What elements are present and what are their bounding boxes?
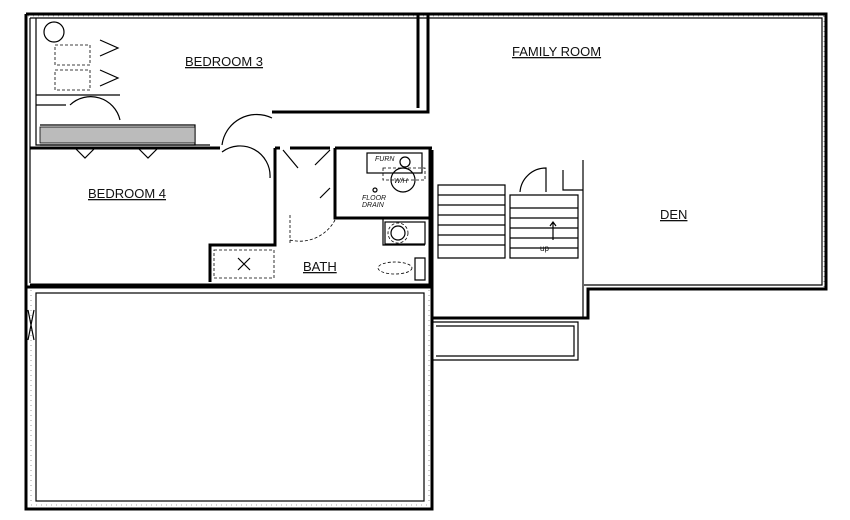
water-heater-label: W/H	[394, 178, 409, 185]
room-label-bath: BATH	[303, 259, 337, 274]
furnace-label: FURN	[375, 156, 395, 163]
stair-area	[430, 150, 584, 361]
room-label-bedroom-4: BEDROOM 4	[88, 186, 166, 201]
garage	[24, 285, 434, 511]
room-label-family-room: FAMILY ROOM	[512, 44, 601, 59]
room-label-bedroom-3: BEDROOM 3	[185, 54, 263, 69]
floor-drain-label-2: DRAIN	[362, 202, 385, 209]
stair-up-label: up	[540, 244, 549, 253]
fixtures	[213, 152, 426, 281]
room-label-den: DEN	[660, 207, 687, 222]
exterior-walls	[24, 12, 828, 320]
interior-walls	[30, 14, 432, 287]
floor-drain-label-1: FLOOR	[362, 195, 386, 202]
